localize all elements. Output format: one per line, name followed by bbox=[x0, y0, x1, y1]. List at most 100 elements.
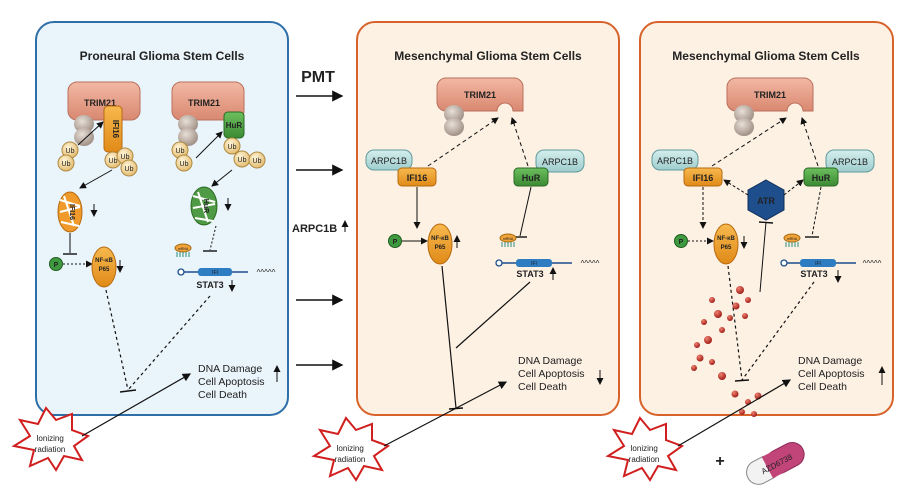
arrow bbox=[81, 373, 192, 437]
arpc1b-label: ARPC1B bbox=[657, 156, 693, 166]
ifi16-label: IFI16 bbox=[111, 120, 120, 139]
radiation-label: radiation bbox=[35, 445, 66, 454]
transition-arrows: PMT ARPC1B bbox=[292, 69, 349, 371]
hur-label: HuR bbox=[522, 173, 541, 183]
dashed-arrow bbox=[510, 117, 529, 167]
ifi16-protein: IFI16 bbox=[397, 167, 437, 187]
mrna-label: mRNA bbox=[787, 237, 798, 241]
arrow bbox=[77, 121, 104, 146]
ub-label: Ub bbox=[125, 166, 134, 173]
dashed-arrow bbox=[427, 117, 499, 167]
hur-protein: HuR bbox=[803, 167, 839, 187]
mrna-label: mRNA bbox=[503, 237, 514, 241]
arpc1b-label: ARPC1B bbox=[832, 157, 868, 167]
outcome-text: DNA Damage Cell Apoptosis Cell Death bbox=[798, 355, 886, 393]
dashed-inhibit bbox=[727, 265, 743, 381]
ub-label: Ub bbox=[238, 157, 247, 164]
p-label: P bbox=[679, 239, 684, 246]
phospho-p: P bbox=[388, 234, 402, 248]
radiation-burst: Ionizing radiation bbox=[11, 373, 192, 472]
stat3-label: STAT3 bbox=[516, 269, 543, 279]
pmt-label: PMT bbox=[301, 69, 335, 86]
dashed-inhibit bbox=[105, 289, 129, 391]
outcome-cell-death: Cell Death bbox=[198, 389, 247, 401]
inhibit-line bbox=[519, 186, 532, 237]
arrow bbox=[195, 131, 223, 159]
dashed-inhibit bbox=[127, 295, 211, 391]
hur-label: HuR bbox=[202, 199, 209, 213]
atr-kinase: ATR bbox=[747, 179, 785, 221]
plus-sign: + bbox=[715, 453, 724, 470]
stat3-label: STAT3 bbox=[800, 269, 827, 279]
ub-label: Ub bbox=[62, 161, 71, 168]
gene-box-label: IFI bbox=[212, 270, 218, 276]
nfkb-protein: NF-κB P65 bbox=[713, 223, 748, 265]
panel-title: Mesenchymal Glioma Stem Cells bbox=[672, 49, 860, 63]
trim21-complex: TRIM21 bbox=[436, 77, 524, 136]
panel-title: Mesenchymal Glioma Stem Cells bbox=[394, 49, 582, 63]
arpc1b-protein: ARPC1B bbox=[535, 149, 585, 173]
radiation-burst: Ionizing radiation bbox=[311, 381, 508, 482]
ub-label: Ub bbox=[180, 161, 189, 168]
ifi16-label: IFI16 bbox=[693, 173, 714, 183]
ub-label: Ub bbox=[121, 154, 130, 161]
polya-tail: ^^^^^ bbox=[863, 259, 882, 268]
stat3-gene: IFI ^^^^^ STAT3 bbox=[780, 259, 882, 283]
gene-box-label: IFI bbox=[531, 261, 537, 267]
gene-box-label: IFI bbox=[815, 261, 821, 267]
radiation-label: radiation bbox=[629, 455, 660, 464]
panel-mesenchymal-treated: Mesenchymal Glioma Stem Cells TRIM21 ARP… bbox=[639, 21, 894, 417]
polya-tail: ^^^^^ bbox=[581, 259, 600, 268]
dashed-inhibit bbox=[741, 281, 815, 381]
ifi16-protein: IFI16 bbox=[103, 105, 123, 153]
panel-frame bbox=[356, 21, 620, 416]
substrate-ring bbox=[74, 128, 94, 146]
ub-label: Ub bbox=[176, 148, 185, 155]
trim21-complex: TRIM21 bbox=[726, 77, 814, 136]
dashed-inhibit bbox=[811, 186, 822, 237]
arrow bbox=[79, 169, 113, 189]
outcome-apoptosis: Cell Apoptosis bbox=[518, 368, 585, 380]
nfkb-protein: NF-κB P65 bbox=[91, 246, 124, 288]
hur-protein: HuR bbox=[513, 167, 549, 187]
radiation-label: Ionizing bbox=[36, 434, 64, 443]
ub-label: Ub bbox=[228, 144, 237, 151]
trim21-label: TRIM21 bbox=[464, 90, 496, 100]
outcome-cell-death: Cell Death bbox=[518, 381, 567, 393]
trim21-label: TRIM21 bbox=[754, 90, 786, 100]
radiation-label: Ionizing bbox=[336, 444, 364, 453]
azd6738-capsule: AZD6738 bbox=[746, 441, 805, 485]
dashed-arrow bbox=[800, 117, 819, 167]
ifi16-label: IFI16 bbox=[68, 204, 75, 220]
arpc1b-marker-label: ARPC1B bbox=[292, 223, 337, 235]
trim21-label: TRIM21 bbox=[188, 98, 220, 108]
ifi16-label: IFI16 bbox=[407, 173, 428, 183]
degraded-hur: HuR bbox=[190, 186, 232, 226]
ifi16-protein: IFI16 bbox=[683, 167, 723, 187]
ub-label: Ub bbox=[109, 158, 118, 165]
drug-droplets bbox=[691, 286, 762, 417]
outcome-dna-damage: DNA Damage bbox=[798, 355, 862, 367]
substrate-ring bbox=[74, 115, 94, 133]
inhibit-line bbox=[441, 265, 457, 409]
arpc1b-label: ARPC1B bbox=[371, 156, 407, 166]
degraded-ifi16: IFI16 bbox=[57, 191, 98, 233]
mrna-tag: mRNA bbox=[174, 243, 192, 257]
p65-label: P65 bbox=[99, 267, 110, 273]
p65-label: P65 bbox=[721, 245, 732, 251]
outcome-text: DNA Damage Cell Apoptosis Cell Death bbox=[518, 355, 604, 393]
mrna-label: mRNA bbox=[178, 247, 189, 251]
ub-label: Ub bbox=[66, 148, 75, 155]
hur-label: HuR bbox=[812, 173, 831, 183]
mrna-tag: mRNA bbox=[783, 233, 801, 247]
trim21-complex: TRIM21 bbox=[171, 81, 245, 146]
arpc1b-protein: ARPC1B bbox=[365, 149, 413, 171]
mrna-tag: mRNA bbox=[499, 233, 517, 247]
polya-tail: ^^^^^ bbox=[257, 268, 276, 277]
dashed-arrow bbox=[783, 179, 804, 196]
dashed-inhibit bbox=[209, 225, 217, 251]
stat3-label: STAT3 bbox=[196, 280, 223, 290]
nfkb-protein: NF-κB P65 bbox=[427, 223, 461, 265]
